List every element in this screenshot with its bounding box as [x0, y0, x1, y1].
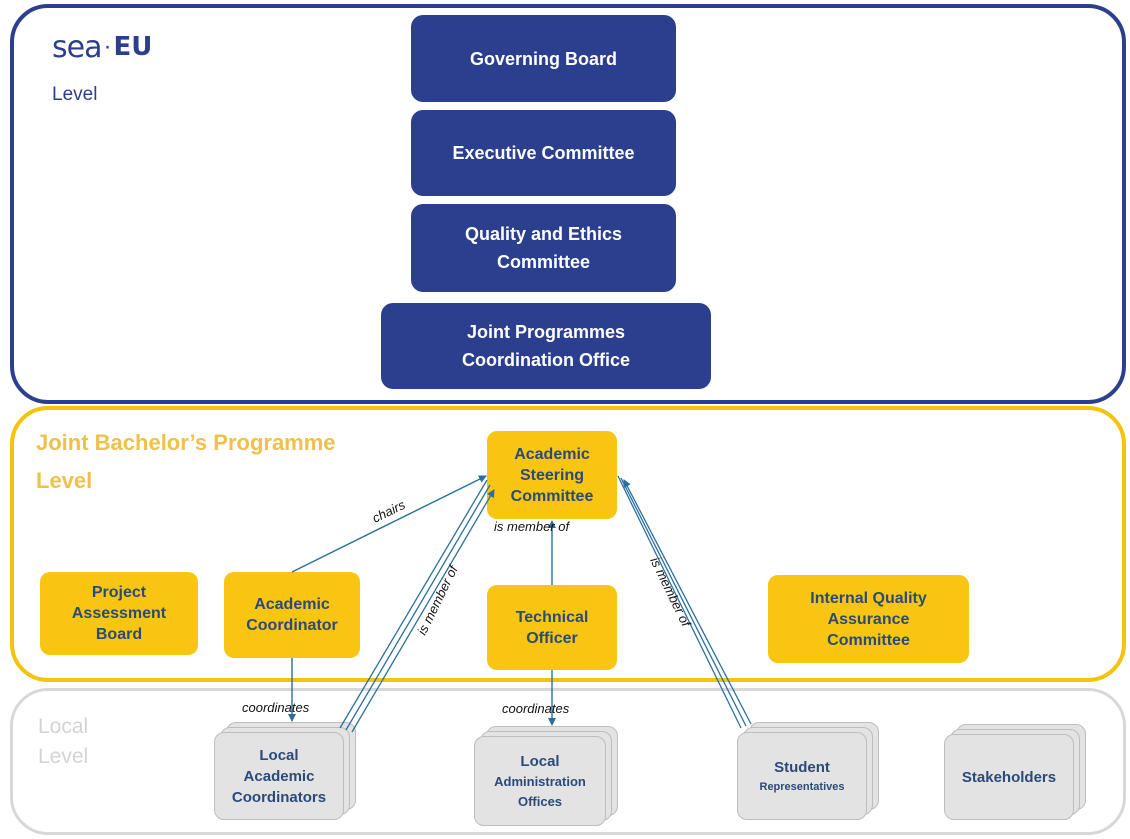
local-admin-sub-label: Administration Offices: [494, 773, 586, 809]
is-member-of-right-label: is member of: [647, 555, 694, 630]
academic-steering-committee-box: Academic Steering Committee: [487, 431, 617, 519]
local-academic-coordinators-stack: Local Academic Coordinators: [214, 722, 359, 822]
academic-coordinator-box: Academic Coordinator: [224, 572, 360, 658]
quality-ethics-committee-box: Quality and Ethics Committee: [411, 204, 676, 292]
local-administration-offices-stack: Local Administration Offices: [474, 726, 619, 826]
technical-officer-box: Technical Officer: [487, 585, 617, 670]
student-main-label: Student: [774, 759, 830, 776]
local-title-line1: Local: [38, 715, 89, 738]
local-academic-member-arrow-2: [345, 484, 491, 731]
student-member-arrow-1: [617, 475, 742, 729]
local-title-line2: Level: [38, 745, 89, 768]
project-assessment-board-box: Project Assessment Board: [40, 572, 198, 655]
stakeholders-box: Stakeholders: [944, 734, 1074, 820]
governing-board-box: Governing Board: [411, 15, 676, 102]
student-sub-label: Representatives: [759, 781, 845, 793]
sea-eu-logo: sea · EU: [52, 29, 153, 65]
local-academic-member-arrow-3: [351, 489, 495, 733]
logo-separator: ·: [103, 33, 112, 60]
local-academic-coordinators-label: Local Academic Coordinators: [231, 746, 327, 806]
sea-level-label: Level: [52, 84, 98, 105]
student-member-arrow-3: [623, 479, 752, 725]
stakeholders-label: Stakeholders: [961, 768, 1057, 786]
coordinates-center-label: coordinates: [502, 701, 570, 716]
student-member-arrow-2: [620, 477, 747, 727]
joint-programmes-coordination-office-box: Joint Programmes Coordination Office: [381, 303, 711, 389]
internal-quality-assurance-committee-box: Internal Quality Assurance Committee: [768, 575, 969, 663]
logo-sea-text: sea: [52, 29, 102, 65]
executive-committee-box: Executive Committee: [411, 110, 676, 196]
local-academic-coordinators-box: Local Academic Coordinators: [214, 732, 344, 820]
local-level-region: [10, 688, 1126, 835]
jbp-title-line2: Level: [36, 468, 93, 493]
jbp-level-title: Joint Bachelor’s Programme Level: [36, 428, 336, 496]
student-representatives-stack: Student Representatives: [737, 722, 882, 822]
local-level-title: Local Level: [38, 712, 88, 772]
jbp-title-line1: Joint Bachelor’s Programme: [36, 430, 336, 455]
is-member-of-center-label: is member of: [494, 519, 571, 534]
logo-eu-text: EU: [113, 32, 153, 62]
stakeholders-stack: Stakeholders: [944, 724, 1089, 824]
coordinates-left-label: coordinates: [242, 700, 310, 715]
student-representatives-box: Student Representatives: [737, 732, 867, 820]
chairs-edge-label: chairs: [370, 497, 408, 526]
joint-bachelors-level-region: [10, 406, 1126, 682]
chairs-arrow: [291, 475, 487, 573]
local-administration-offices-box: Local Administration Offices: [474, 736, 606, 826]
local-academic-member-arrow-1: [339, 479, 488, 729]
sea-eu-level-region: [10, 4, 1126, 404]
local-admin-main-label: Local: [520, 752, 560, 770]
